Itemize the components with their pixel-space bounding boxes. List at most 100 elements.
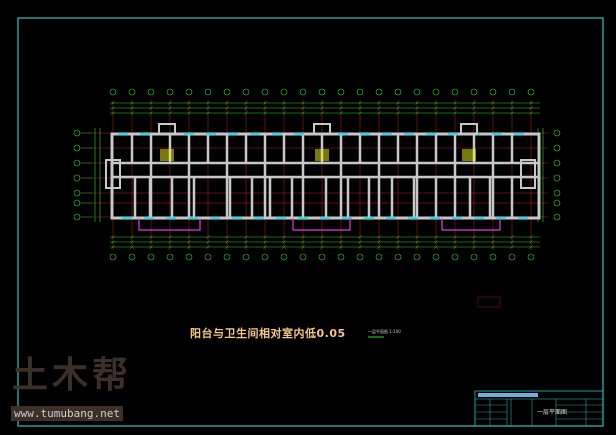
dimension-tick (130, 235, 134, 239)
axis-bubble (432, 253, 440, 261)
axis-bubble (223, 88, 231, 96)
dimension-tick (491, 111, 495, 115)
dimension-tick (529, 111, 533, 115)
dimension-tick (320, 111, 324, 115)
axis-bubble (470, 253, 478, 261)
axis-bubble (394, 88, 402, 96)
axis-bubble (128, 253, 136, 261)
axis-bubble (508, 88, 516, 96)
dimension-tick (149, 101, 153, 105)
dimension-tick (111, 106, 115, 110)
bay-window (105, 159, 121, 189)
dimension-tick (510, 106, 514, 110)
floor-level-note: 阳台与卫生间相对室内低0.05 (190, 327, 346, 340)
dimension-tick (206, 235, 210, 239)
dimension-tick (206, 111, 210, 115)
axis-bubble (470, 88, 478, 96)
dimension-tick (472, 235, 476, 239)
dimension-tick (301, 235, 305, 239)
axis-bubble (73, 213, 81, 221)
axis-bubble (489, 253, 497, 261)
axis-bubble (109, 253, 117, 261)
red-annotation (477, 296, 501, 308)
axis-bubble (553, 144, 561, 152)
dimension-tick (130, 245, 134, 249)
dimension-tick (339, 101, 343, 105)
axis-bubble (242, 88, 250, 96)
dimension-tick (377, 235, 381, 239)
dimension-tick (434, 245, 438, 249)
dimension-tick (187, 240, 191, 244)
dimension-tick (111, 101, 115, 105)
dimension-tick (282, 235, 286, 239)
dimension-tick (149, 111, 153, 115)
balcony (138, 218, 201, 231)
axis-bubble (73, 129, 81, 137)
dimension-tick (453, 106, 457, 110)
dimension-tick (244, 240, 248, 244)
dimension-tick (491, 240, 495, 244)
dimension-tick (339, 240, 343, 244)
dimension-tick (282, 240, 286, 244)
axis-bubble (318, 88, 326, 96)
dimension-tick (168, 240, 172, 244)
dimension-tick (244, 111, 248, 115)
dimension-tick (472, 111, 476, 115)
dimension-tick (339, 235, 343, 239)
axis-bubble (223, 253, 231, 261)
axis-bubble (280, 88, 288, 96)
title-block (474, 390, 604, 427)
dimension-tick (434, 235, 438, 239)
dimension-tick (320, 235, 324, 239)
dimension-tick (111, 111, 115, 115)
axis-bubble (261, 253, 269, 261)
dimension-tick (301, 240, 305, 244)
dimension-tick (453, 235, 457, 239)
dimension-tick (206, 245, 210, 249)
watermark-url: www.tumubang.net (11, 406, 123, 421)
axis-bubble (553, 213, 561, 221)
dimension-tick (472, 245, 476, 249)
dimension-tick (225, 101, 229, 105)
dimension-tick (415, 240, 419, 244)
dimension-tick (377, 101, 381, 105)
axis-bubble (204, 253, 212, 261)
dimension-tick (358, 106, 362, 110)
dimension-tick (339, 111, 343, 115)
dimension-tick (415, 235, 419, 239)
dimension-tick (358, 235, 362, 239)
scale-label: 一层平面图 1:100 (368, 329, 401, 334)
axis-bubble (185, 253, 193, 261)
dimension-tick (206, 240, 210, 244)
dimension-tick (529, 101, 533, 105)
axis-bubble (375, 253, 383, 261)
dimension-tick (320, 240, 324, 244)
dimension-tick (130, 240, 134, 244)
axis-bubble (147, 253, 155, 261)
bay-window (520, 159, 536, 189)
axis-bubble (166, 253, 174, 261)
axis-bubble (109, 88, 117, 96)
axis-bubble (337, 253, 345, 261)
dimension-tick (472, 106, 476, 110)
dimension-tick (453, 240, 457, 244)
dimension-tick (149, 106, 153, 110)
axis-bubble (375, 88, 383, 96)
axis-bubble (73, 159, 81, 167)
dimension-tick (396, 106, 400, 110)
dimension-tick (491, 245, 495, 249)
dimension-tick (168, 106, 172, 110)
dimension-tick (529, 106, 533, 110)
dimension-tick (415, 101, 419, 105)
axis-bubble (299, 88, 307, 96)
dimension-tick (415, 111, 419, 115)
dimension-tick (453, 111, 457, 115)
dimension-tick (320, 101, 324, 105)
dimension-tick (358, 111, 362, 115)
axis-bubble (147, 88, 155, 96)
dimension-tick (339, 245, 343, 249)
axis-bubble (204, 88, 212, 96)
dimension-tick (358, 240, 362, 244)
dimension-tick (491, 101, 495, 105)
